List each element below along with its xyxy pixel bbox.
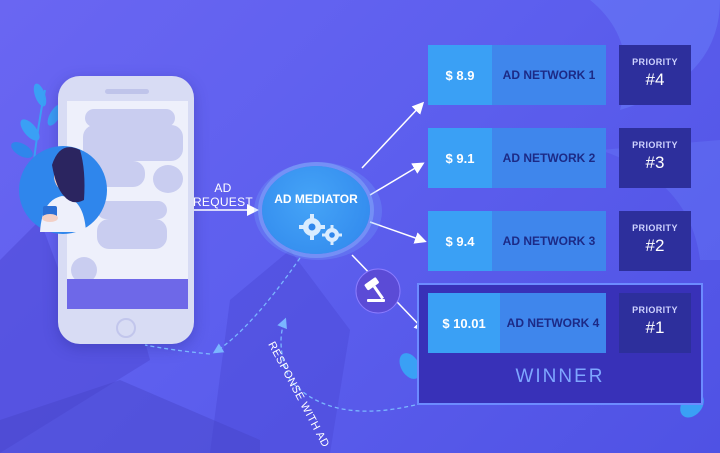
bid-price: $ 10.01 <box>428 293 500 353</box>
response-label: RESPONSE WITH AD <box>265 340 331 450</box>
phone-home-button <box>116 318 136 338</box>
bid-price: $ 9.1 <box>428 128 492 188</box>
priority-badge: PRIORITY #4 <box>619 45 691 105</box>
network-name: AD NETWORK 2 <box>492 128 606 188</box>
ad-mediator-node <box>262 166 370 254</box>
phone-speaker <box>105 89 149 94</box>
ad-request-label: AD REQUEST <box>192 181 254 209</box>
priority-badge: PRIORITY #1 <box>619 293 691 353</box>
bid-price: $ 9.4 <box>428 211 492 271</box>
gear-icon <box>299 214 342 245</box>
phone-ad-banner <box>67 279 188 309</box>
priority-badge: PRIORITY #2 <box>619 211 691 271</box>
network-name: AD NETWORK 3 <box>492 211 606 271</box>
gavel-icon <box>355 268 401 314</box>
mediator-title: AD MEDIATOR <box>274 192 358 206</box>
network-name: AD NETWORK 1 <box>492 45 606 105</box>
priority-badge: PRIORITY #3 <box>619 128 691 188</box>
winner-label: WINNER <box>515 366 605 387</box>
network-name: AD NETWORK 4 <box>500 293 606 353</box>
phone-screen <box>67 101 188 309</box>
bid-price: $ 8.9 <box>428 45 492 105</box>
